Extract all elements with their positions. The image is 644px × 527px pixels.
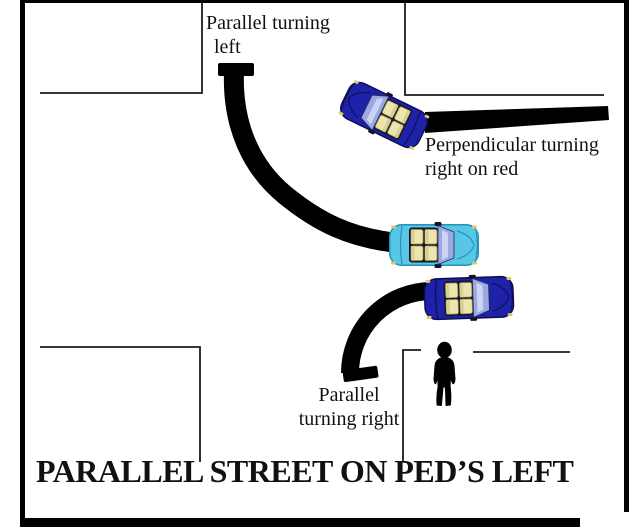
street-corner-top-left: [40, 3, 203, 94]
left-turn-path-arrow: [218, 63, 400, 253]
right-on-red-path-bar: [425, 106, 609, 133]
street-corner-bottom-right: [402, 349, 421, 462]
label-text-line: Perpendicular turning: [425, 134, 599, 156]
label-text-line: Parallel turning: [206, 12, 330, 34]
label-parallel-turning-left: Parallel turning left: [206, 12, 330, 59]
frame-border-bottom: [20, 518, 580, 527]
label-text-line: left: [214, 35, 241, 58]
frame-border-left: [20, 0, 25, 527]
label-text-line: turning right: [298, 407, 400, 430]
street-corner-top-right: [404, 3, 604, 96]
label-perpendicular-turning-right-on-red: Perpendicular turning right on red: [425, 134, 599, 181]
pedestrian-figure: [433, 341, 456, 406]
diagram-title: PARALLEL STREET ON PED’S LEFT: [36, 453, 574, 489]
street-corner-bottom-left: [40, 346, 201, 462]
car-perpendicular-right-on-red: [335, 75, 433, 155]
car-parallel-turning-left: [389, 221, 479, 269]
car-parallel-turning-right: [423, 272, 515, 324]
label-text-line: right on red: [425, 157, 519, 180]
frame-border-right: [624, 0, 629, 512]
right-turn-path-arrow: [341, 282, 433, 383]
label-text-line: Parallel: [318, 384, 380, 406]
frame-border-top: [20, 0, 629, 3]
label-parallel-turning-right: Parallel turning right: [292, 384, 406, 431]
